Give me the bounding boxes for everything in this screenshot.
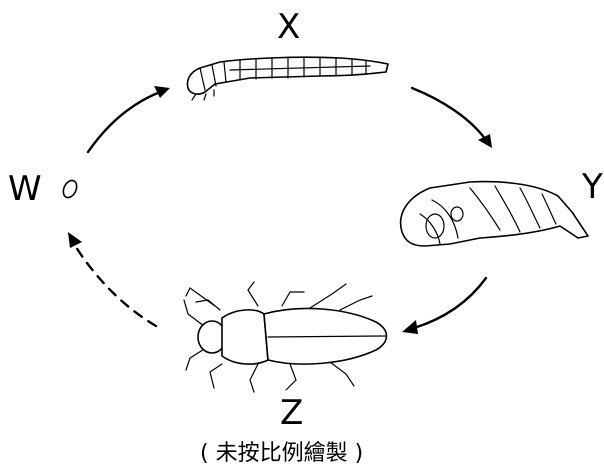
- arrow-z-to-w: [68, 232, 158, 328]
- stage-label-w: W: [8, 169, 42, 209]
- scale-note: ( 未按比例繪製 ): [200, 441, 363, 466]
- beetle-icon: [183, 281, 388, 393]
- stage-label-x: X: [277, 7, 300, 47]
- arrow-w-to-x: [86, 86, 170, 154]
- egg-icon: [62, 179, 78, 199]
- larva-icon: [186, 56, 389, 101]
- arrow-y-to-z: [402, 276, 488, 334]
- stage-label-z: Z: [280, 393, 303, 433]
- stage-label-y: Y: [581, 167, 603, 207]
- arrow-x-to-y: [410, 86, 492, 148]
- pupa-icon: [399, 180, 589, 247]
